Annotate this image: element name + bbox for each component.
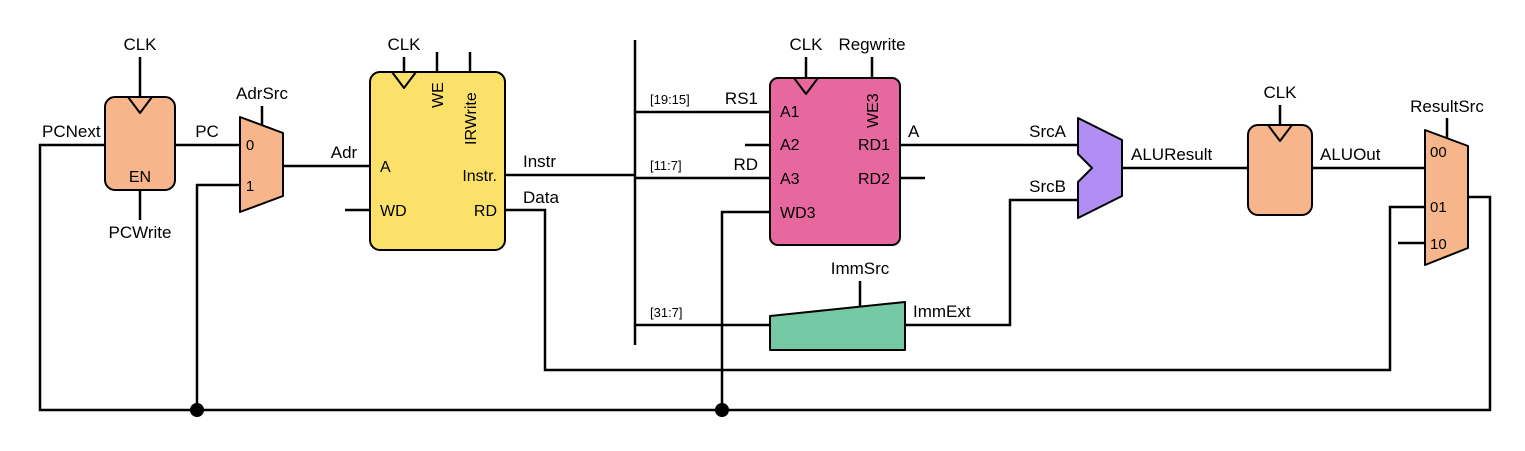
tap-rs1-label: RS1: [725, 89, 758, 108]
extend-unit: [769, 301, 906, 351]
regfile-clk-label: CLK: [789, 35, 823, 54]
pc-clk-label: CLK: [123, 35, 157, 54]
resultsrc-in00-label: 00: [1430, 144, 1447, 161]
regfile-a2-label: A2: [780, 137, 800, 154]
adrsrc-label: AdrSrc: [236, 84, 288, 103]
data-wire-label: Data: [523, 188, 559, 207]
memory-port-rd-label: RD: [474, 203, 497, 220]
memory-port-wd-label: WD: [380, 203, 407, 220]
wire-wd3-branch: [720, 210, 770, 410]
junction-dot-wd3: [715, 403, 729, 417]
regfile-wd3-label: WD3: [780, 205, 816, 222]
aluout-clk-label: CLK: [1263, 83, 1297, 102]
regfile-we3-label: WE3: [865, 93, 882, 128]
resultsrc-mux: [1424, 129, 1469, 266]
pcnext-label: PCNext: [42, 122, 101, 141]
memory-irwrite-label: IRWrite: [463, 92, 480, 145]
memory-box: [369, 71, 506, 251]
memory-we-label: WE: [430, 82, 447, 108]
resultsrc-label: ResultSrc: [1410, 97, 1484, 116]
tap-rd-range-label: [11:7]: [650, 158, 682, 173]
pc-label: PC: [195, 122, 219, 141]
tap-rd-label: RD: [733, 155, 758, 174]
regfile-rd2-label: RD2: [858, 171, 890, 188]
regfile-a3-label: A3: [780, 171, 800, 188]
pc-en-label: EN: [129, 169, 151, 186]
adrsrc-in0-label: 0: [246, 137, 254, 154]
srca-label: SrcA: [1029, 122, 1067, 141]
pc-register-box: [104, 96, 176, 191]
immext-label: ImmExt: [913, 302, 971, 321]
pc-clock-triangle-icon: [127, 96, 153, 114]
regfile-rd1-label: RD1: [858, 137, 890, 154]
srcb-label: SrcB: [1029, 177, 1066, 196]
adrsrc-mux: [239, 116, 284, 213]
pcwrite-label: PCWrite: [109, 223, 172, 242]
wire-immext-srcb: [905, 198, 1078, 327]
tap-rs1-range-label: [19:15]: [650, 92, 690, 107]
aluout-clock-triangle-icon: [1267, 124, 1293, 142]
instr-wire-label: Instr: [523, 152, 556, 171]
aluresult-label: ALUResult: [1131, 145, 1213, 164]
wire-data: [505, 205, 1425, 372]
regfile-a-out-label: A: [908, 122, 920, 141]
regwrite-label: Regwrite: [838, 35, 905, 54]
register-file-box: [769, 77, 901, 246]
regfile-clock-triangle-icon: [793, 77, 819, 95]
memory-port-instr-label: Instr.: [462, 168, 497, 185]
wire-result-feedback: [38, 143, 1492, 412]
tap-imm-range-label: [31:7]: [650, 305, 683, 320]
junction-dot-adrsrc: [190, 403, 204, 417]
adrsrc-in1-label: 1: [246, 178, 254, 195]
wire-adrsrc-mux-in1-branch: [195, 183, 240, 410]
alu: [1077, 117, 1123, 219]
resultsrc-in01-label: 01: [1430, 199, 1447, 216]
adr-label: Adr: [331, 143, 358, 162]
regfile-a1-label: A1: [780, 104, 800, 121]
immsrc-label: ImmSrc: [831, 259, 890, 278]
aluout-label: ALUOut: [1320, 145, 1381, 164]
resultsrc-in10-label: 10: [1430, 236, 1447, 253]
memory-clk-label: CLK: [387, 35, 421, 54]
memory-port-a-label: A: [380, 159, 391, 176]
memory-clock-triangle-icon: [391, 71, 417, 89]
aluout-register-box: [1247, 124, 1313, 216]
